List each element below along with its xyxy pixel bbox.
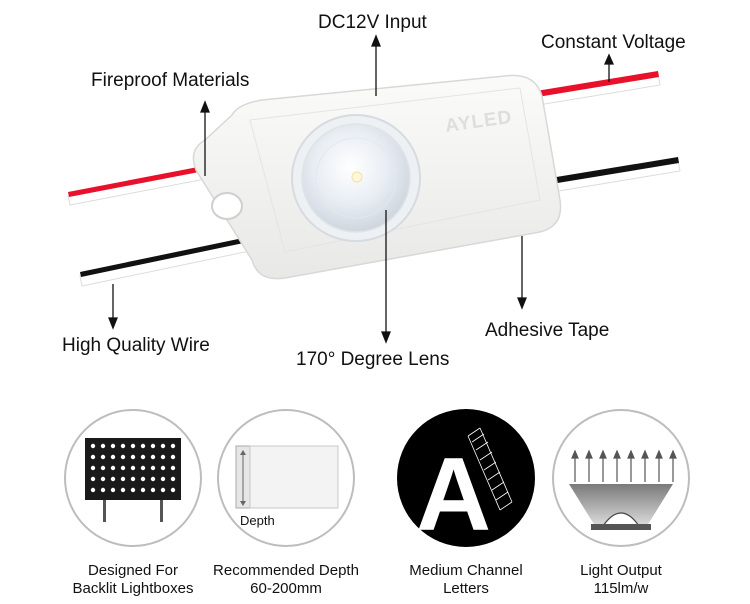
- channel-letter: A: [416, 437, 491, 548]
- arrow-fireproof: [200, 100, 210, 176]
- depth-box-icon: Depth: [217, 409, 355, 547]
- feature-4-line-1: Light Output: [580, 562, 662, 579]
- feature-4-line-2: 115lm/w: [593, 580, 649, 597]
- callout-adhesive-tape: Adhesive Tape: [485, 320, 610, 341]
- light-output-icon: [552, 409, 690, 547]
- feature-recommended-depth: Depth Recommended Depth 60-200mm: [196, 390, 376, 598]
- feature-backlit-lightboxes: Designed For Backlit Lightboxes: [43, 390, 223, 598]
- mounting-hole: [211, 192, 243, 220]
- feature-row: Designed For Backlit Lightboxes Depth Re…: [0, 390, 750, 604]
- feature-1-line-2: Backlit Lightboxes: [72, 580, 194, 597]
- feature-2-line-1: Recommended Depth: [213, 562, 359, 579]
- arrow-adhesive-tape: [517, 236, 527, 310]
- feature-channel-letters: A Medium Channel Letters: [376, 390, 556, 598]
- arrow-constant-voltage: [603, 53, 615, 82]
- arrow-dc-input: [371, 34, 381, 96]
- arrow-lens: [381, 210, 391, 344]
- feature-light-output: Light Output 115lm/w: [531, 390, 711, 598]
- product-diagram: AYLED: [67, 34, 681, 344]
- depth-label: Depth: [240, 513, 275, 528]
- callout-fireproof: Fireproof Materials: [91, 70, 250, 91]
- callout-constant-voltage: Constant Voltage: [541, 32, 686, 53]
- callout-dc-input: DC12V Input: [318, 12, 427, 33]
- feature-1-line-1: Designed For: [87, 562, 179, 579]
- callout-lens: 170° Degree Lens: [296, 349, 450, 370]
- channel-letter-icon: A: [397, 409, 535, 553]
- feature-3-line-1: Medium Channel: [409, 562, 523, 579]
- black-wire-left: [79, 234, 265, 287]
- led-module: AYLED: [192, 74, 562, 280]
- arrow-high-quality-wire: [108, 284, 118, 330]
- callout-high-quality-wire: High Quality Wire: [62, 335, 210, 356]
- lightbox-icon: [64, 409, 202, 547]
- feature-3-line-2: Letters: [443, 580, 489, 597]
- feature-2-line-2: 60-200mm: [250, 580, 322, 597]
- lens: [291, 114, 421, 242]
